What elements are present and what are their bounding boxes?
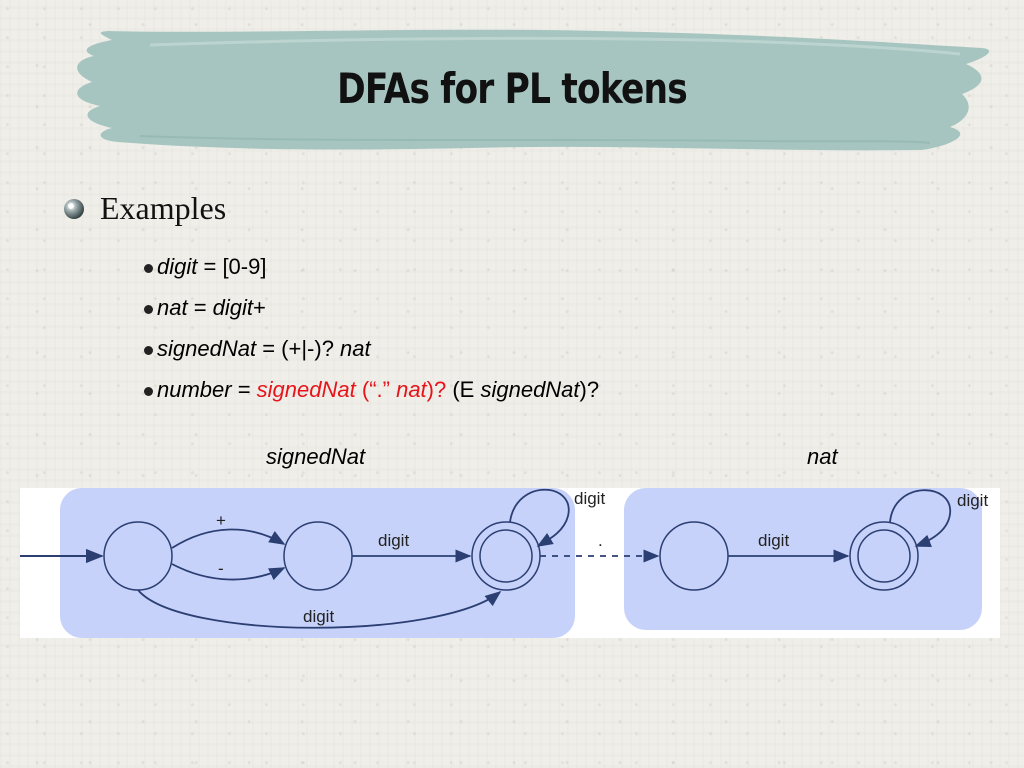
state-start [103,521,173,591]
state-signed [283,521,353,591]
def-rhs-italic: nat [340,335,371,361]
state-after-dot [659,521,729,591]
def-rhs-tail: + [253,294,266,320]
def-red-signednat: signedNat [256,376,356,402]
def-digit: digit = [0-9] [144,246,599,287]
dfa-diagram-panel: + - digit digit digit . digit digit [20,488,1000,638]
edge-minus [171,563,286,581]
def-rhs: (+|-)? [281,335,341,361]
edge-minus-label: - [218,559,224,578]
def-equals: = [256,335,282,361]
edge-digit-right-label: digit [758,531,789,550]
def-equals: = [231,376,257,402]
state-accept-nat [849,521,919,591]
bullet-dot-icon [144,264,153,273]
def-nat: nat = digit + [144,287,599,328]
def-name: nat [157,294,188,320]
def-exp-close: )? [579,376,600,402]
edge-digit-loop-1 [509,488,570,547]
def-name: digit [157,253,198,279]
definitions-list: digit = [0-9] nat = digit + signedNat = … [144,246,599,410]
edge-digit-bottom-label: digit [303,607,334,626]
signednat-label: signedNat [266,444,366,469]
def-exp-signednat: signedNat [480,376,580,402]
edge-digit-loop-1-label: digit [574,489,605,508]
edge-digit-loop-2-label: digit [957,491,988,510]
def-equals: = [187,294,213,320]
state-accept-signednat [471,521,541,591]
bullet-dot-icon [144,305,153,314]
def-red-nat: nat [396,376,427,402]
edge-digit-bottom [137,589,502,629]
examples-heading: Examples [100,190,227,226]
bullet-dot-icon [144,346,153,355]
dfa-diagram: + - digit digit digit . digit digit [20,488,988,638]
slide-title: DFAs for PL tokens [337,64,688,113]
def-number: number = signedNat (“.” nat )? (E signed… [144,369,599,410]
bullet-dot-icon [144,387,153,396]
def-red-dot-group: (“.” [355,376,397,402]
def-signednat: signedNat = (+|-)? nat [144,328,599,369]
def-name: signedNat [157,335,257,361]
def-exp-open: (E [446,376,481,402]
title-banner [77,29,990,151]
level1-bullet: Examples [62,190,226,227]
edge-digit-mid-label: digit [378,531,409,550]
nat-label: nat [807,444,838,469]
def-equals: = [197,253,223,279]
edge-plus [171,528,286,549]
edge-dot-label: . [598,531,603,550]
def-rhs: [0-9] [222,253,267,279]
edge-digit-loop-2 [889,489,951,547]
edge-plus-label: + [216,511,226,530]
def-name: number [157,376,232,402]
round-bullet-icon [64,198,84,219]
state-accept-nat-ring [857,529,911,583]
state-accept-ring [479,529,533,583]
def-red-optional: )? [426,376,447,402]
def-rhs-italic: digit [212,294,254,320]
